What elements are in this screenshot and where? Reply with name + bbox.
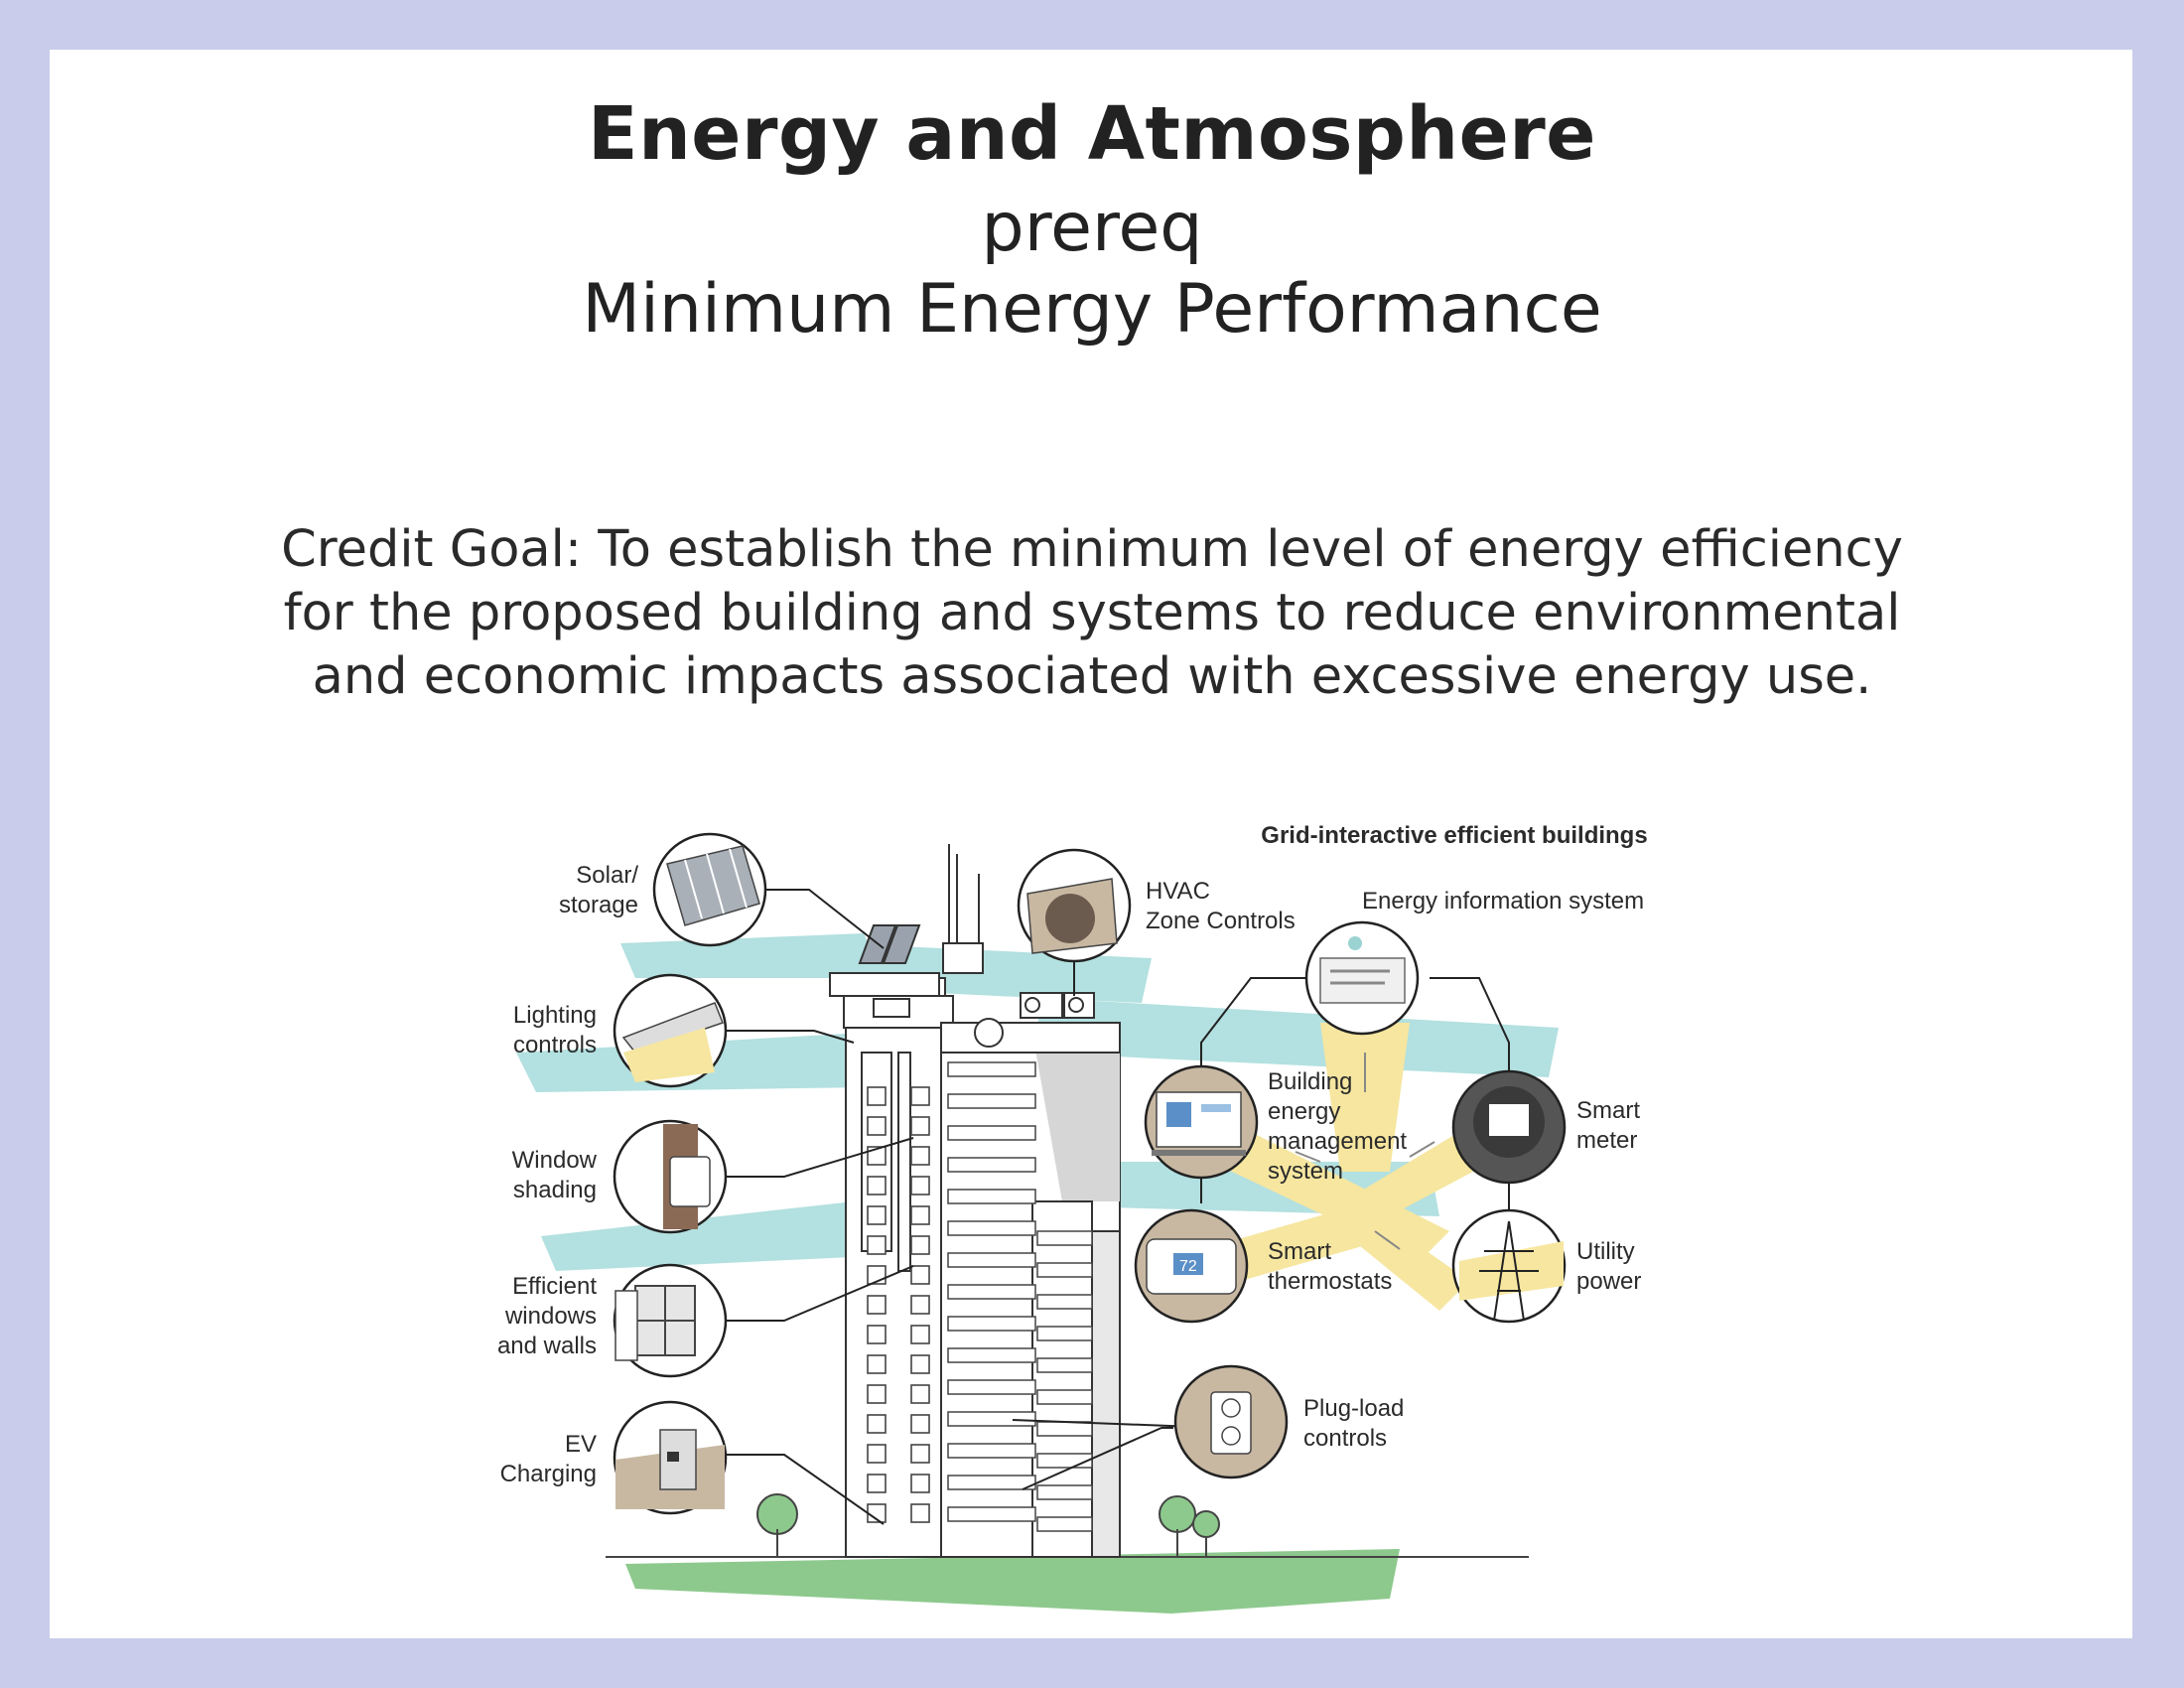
energy-information-system-icon (1304, 920, 1420, 1036)
building-left-windows (867, 1086, 930, 1523)
smart-thermostats-label-2: thermostats (1268, 1268, 1392, 1295)
efficient-windows-icon (613, 1263, 728, 1378)
bems-label-4: system (1268, 1158, 1343, 1185)
smart-thermostat-icon: 72 (1134, 1208, 1249, 1324)
flow-arrows (1295, 1053, 1435, 1250)
building-energy-management-icon (1144, 1064, 1259, 1180)
building-left-tower (829, 972, 954, 1558)
roof-antennas (942, 844, 984, 974)
window-shading-icon (613, 1119, 728, 1234)
efficient-windows-label-1: Efficient (512, 1273, 597, 1300)
bems-label-2: energy (1268, 1098, 1340, 1125)
plug-load-controls-icon (1173, 1364, 1289, 1479)
plug-load-label-1: Plug-load (1303, 1395, 1404, 1422)
hvac-label-1: HVAC (1146, 878, 1210, 905)
grass (625, 1549, 1400, 1614)
page-title: Energy and Atmosphere (588, 91, 1596, 177)
solar-storage-label-1: Solar/ (576, 862, 638, 889)
efficient-windows-label-2: windows (504, 1303, 597, 1330)
smart-thermostats-label-1: Smart (1268, 1238, 1331, 1265)
utility-power-label-1: Utility (1576, 1238, 1635, 1265)
credit-type-label: prereq (981, 189, 1203, 267)
ev-charging-label-2: Charging (500, 1461, 597, 1487)
energy-info-label: Energy information system (1362, 888, 1644, 914)
credit-goal-text: Credit Goal: To establish the minimum le… (281, 520, 1903, 706)
bems-label-1: Building (1268, 1068, 1352, 1095)
hvac-zone-controls-icon (1017, 848, 1132, 963)
ev-charging-label-1: EV (565, 1431, 597, 1458)
bems-label-3: management (1268, 1128, 1407, 1155)
smart-meter-label-1: Smart (1576, 1097, 1640, 1124)
lighting-controls-label-1: Lighting (513, 1002, 597, 1029)
trees (756, 1493, 1220, 1557)
ev-charging-icon (613, 1400, 728, 1515)
solar-storage-icon (652, 832, 767, 947)
lighting-controls-icon (613, 973, 728, 1088)
smart-meter-label-2: meter (1576, 1127, 1637, 1154)
window-shading-label-2: shading (513, 1177, 597, 1203)
smart-meter-icon (1451, 1069, 1567, 1185)
roof-hvac-units (1020, 992, 1095, 1019)
hvac-label-2: Zone Controls (1146, 908, 1296, 934)
credit-name: Minimum Energy Performance (582, 270, 1602, 349)
lighting-controls-label-2: controls (513, 1032, 597, 1058)
window-shading-label-1: Window (512, 1147, 598, 1174)
solar-storage-label-2: storage (559, 892, 638, 918)
utility-power-label-2: power (1576, 1268, 1641, 1295)
thermostat-reading: 72 (1179, 1258, 1197, 1275)
building-right-balconies (947, 1061, 1093, 1532)
diagram-title: Grid-interactive efficient buildings (1261, 822, 1647, 849)
plug-load-label-2: controls (1303, 1425, 1387, 1452)
utility-power-icon (1451, 1208, 1567, 1324)
efficient-windows-label-3: and walls (497, 1333, 597, 1359)
